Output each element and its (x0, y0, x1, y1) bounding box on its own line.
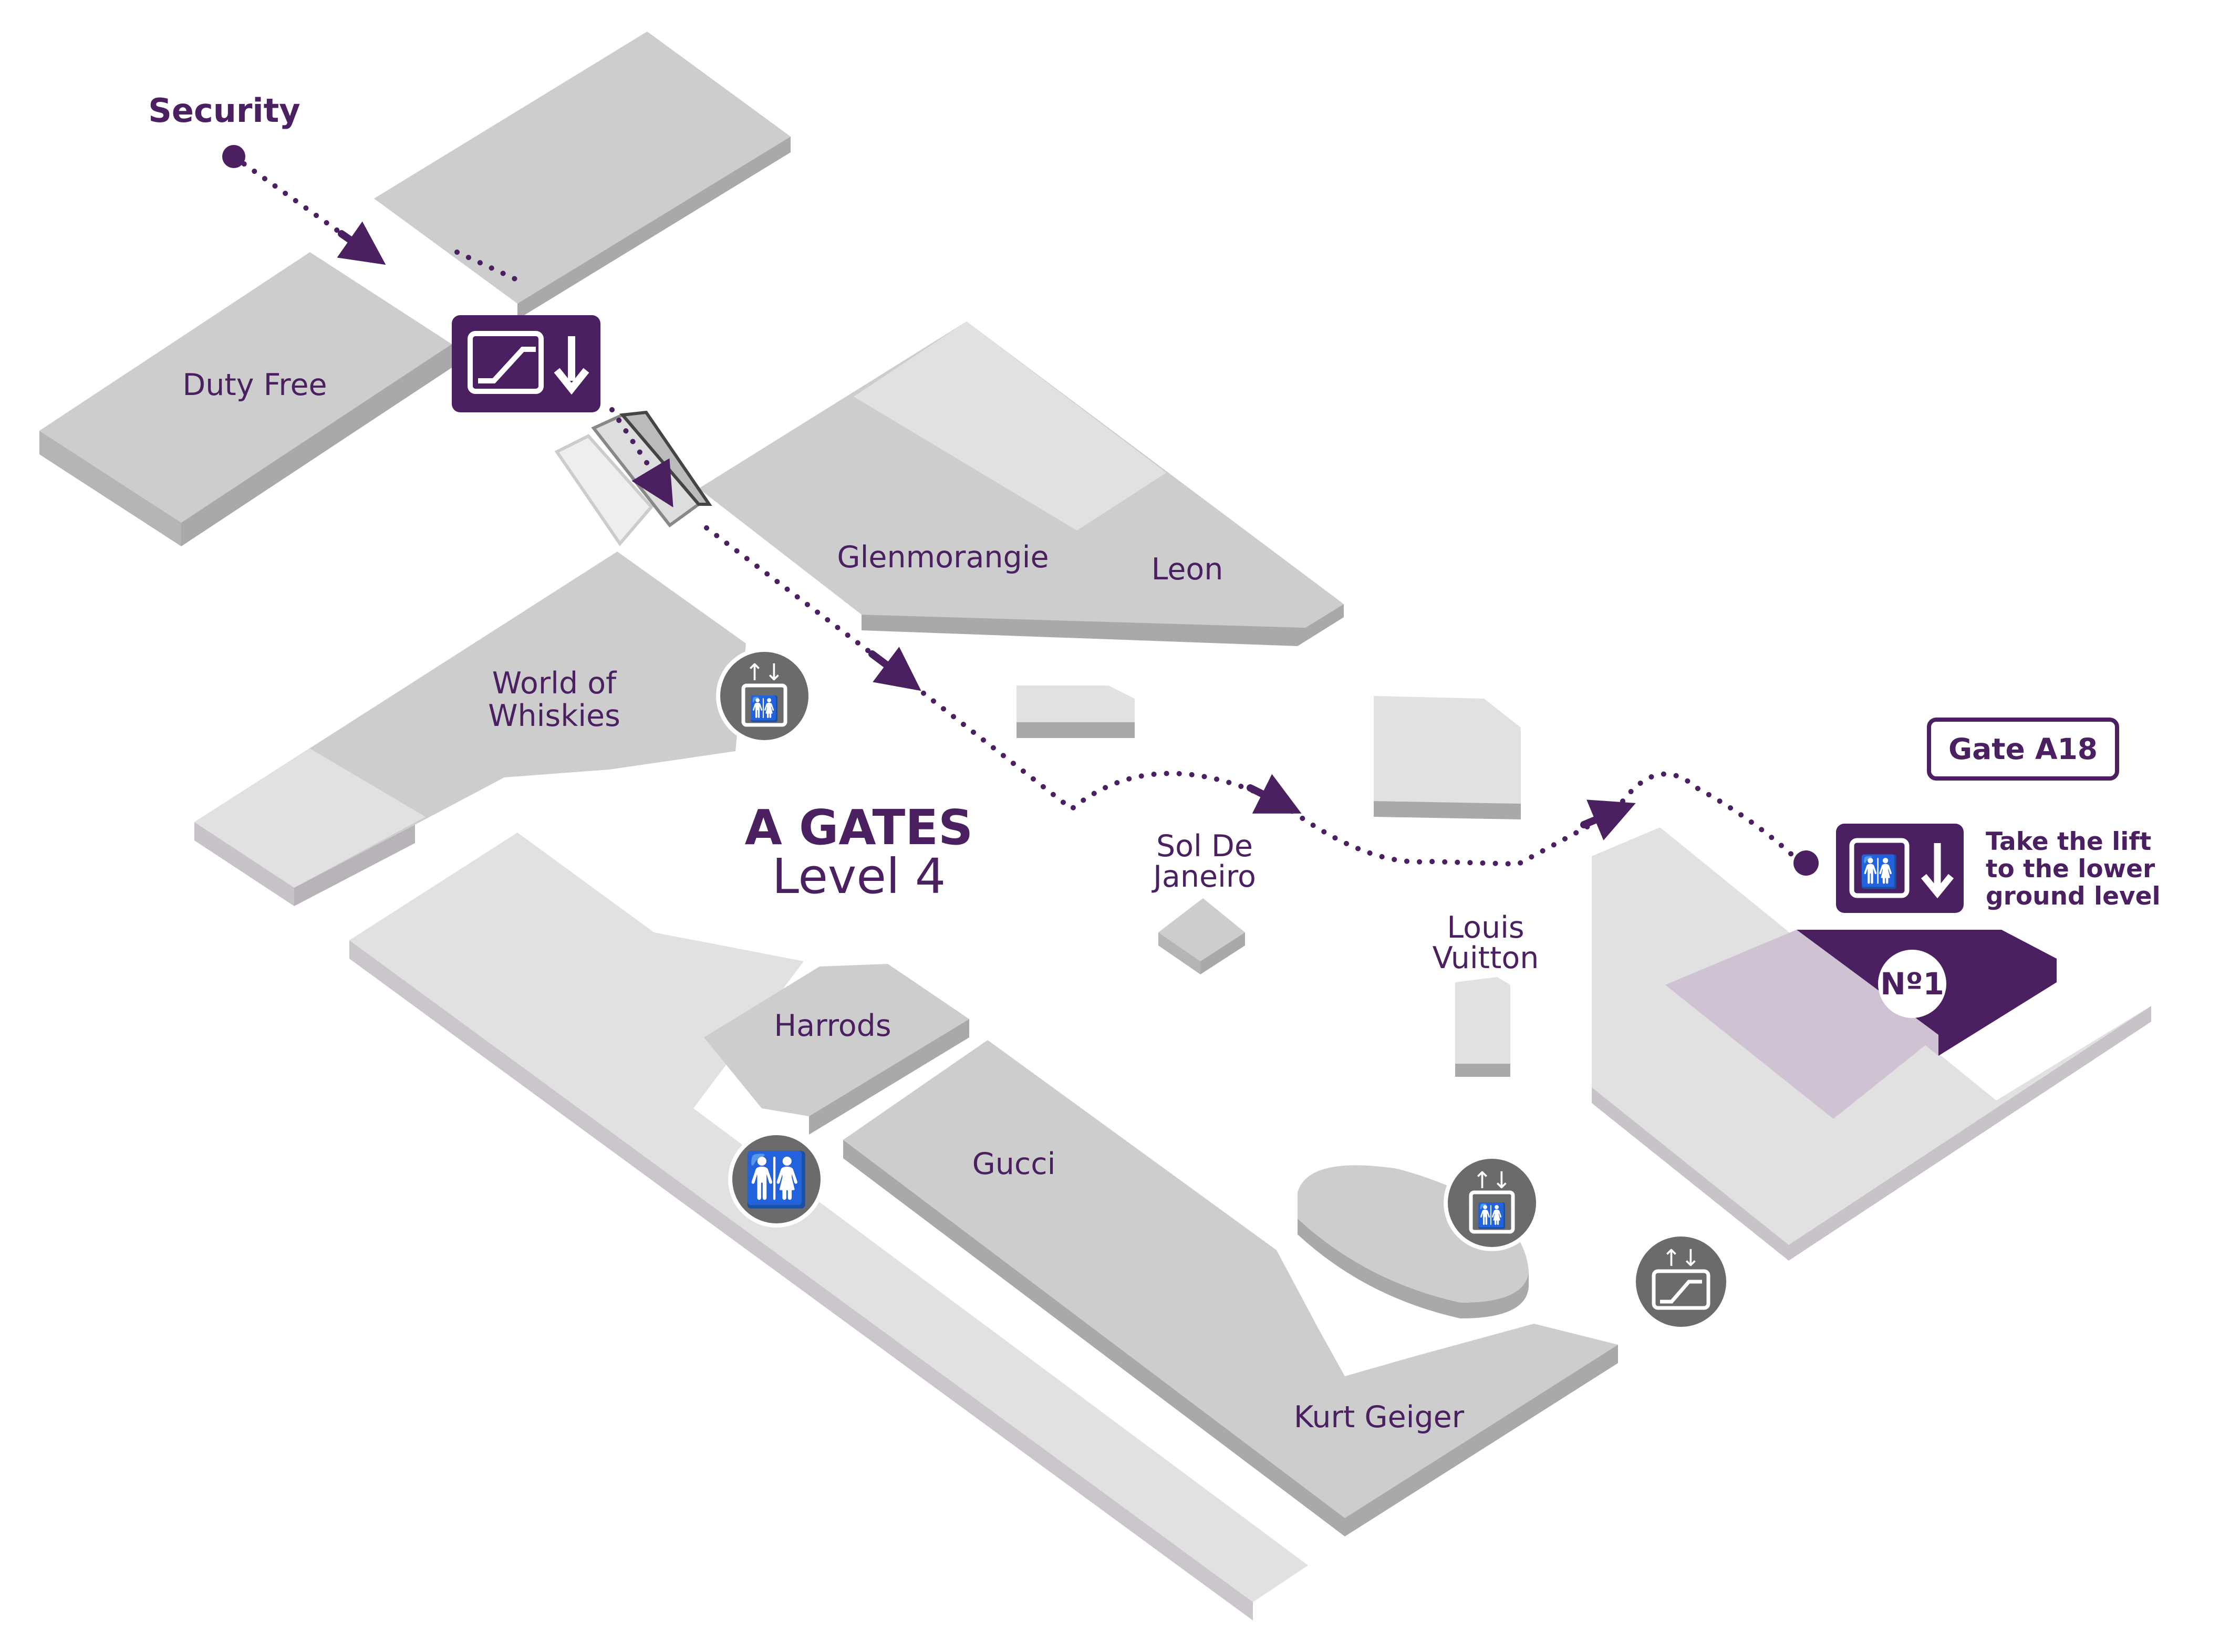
svg-text:🚻: 🚻 (1860, 854, 1899, 890)
block-gucci-kurt-geiger[interactable] (843, 1040, 1618, 1536)
block-world-of-whiskies[interactable] (194, 552, 746, 906)
gate-label-box[interactable]: Gate A18 (1927, 718, 2119, 781)
leon-label: Leon (1152, 552, 1223, 587)
block-glenmorangie-leon[interactable] (699, 321, 1344, 646)
kiosk-louis-vuitton (1455, 977, 1510, 1077)
block-gate-area (1592, 827, 2151, 1261)
svg-text:↑↓: ↑↓ (745, 659, 784, 686)
kiosk-east (1374, 696, 1521, 819)
kiosk-sol-de-janeiro (1158, 898, 1245, 974)
harrods-label: Harrods (774, 1009, 891, 1043)
svg-text:🚻: 🚻 (749, 694, 779, 723)
svg-text:↑↓: ↑↓ (1472, 1167, 1511, 1194)
kiosk-north (1017, 685, 1135, 738)
route-start-dot (222, 145, 245, 168)
block-harrods[interactable] (704, 964, 969, 1135)
block-corridor-south (349, 833, 1308, 1620)
sol-de-janeiro-label: Sol De (1156, 829, 1253, 864)
svg-text:🚻: 🚻 (1477, 1201, 1507, 1230)
instruction-line-1: Take the lift (1986, 827, 2151, 856)
instruction-line-3: ground level (1986, 882, 2161, 911)
glenmorangie-label: Glenmorangie (837, 540, 1049, 575)
security-label: Security (148, 91, 300, 130)
page-title: A GATES (745, 799, 973, 856)
world-of-whiskies-label-2: Whiskies (488, 699, 620, 733)
gucci-label: Gucci (972, 1147, 1056, 1181)
block-security-north (374, 32, 791, 319)
escalator-graphic (554, 410, 712, 546)
svg-text:Gate A18: Gate A18 (1948, 732, 2098, 766)
svg-text:Nº1: Nº1 (1880, 966, 1944, 1002)
instruction-line-2: to the lower (1986, 855, 2155, 884)
route-arrows (337, 221, 1636, 840)
sol-de-janeiro-label-2: Janeiro (1152, 859, 1256, 894)
louis-vuitton-label: Louis (1447, 910, 1524, 945)
duty-free-label: Duty Free (182, 368, 327, 402)
escalator-down-icon[interactable] (452, 315, 600, 412)
toilets-icon[interactable]: 🚻 (728, 1131, 825, 1228)
lift-toilets-icon-2[interactable]: ↑↓ 🚻 (1444, 1155, 1540, 1251)
destination-badge[interactable]: Nº1 (1878, 950, 1946, 1018)
lift-down-icon[interactable]: 🚻 (1836, 824, 1964, 913)
svg-text:🚻: 🚻 (744, 1149, 810, 1210)
louis-vuitton-label-2: Vuitton (1433, 941, 1539, 975)
route-end-dot (1793, 850, 1819, 876)
kurt-geiger-label: Kurt Geiger (1294, 1400, 1465, 1435)
world-of-whiskies-label: World of (492, 666, 617, 701)
svg-text:↑↓: ↑↓ (1662, 1245, 1700, 1272)
escalator-icon[interactable]: ↑↓ (1632, 1232, 1730, 1331)
level-subtitle: Level 4 (772, 848, 946, 905)
block-duty-free[interactable] (39, 252, 452, 546)
lift-toilets-icon[interactable]: ↑↓ 🚻 (716, 648, 813, 744)
